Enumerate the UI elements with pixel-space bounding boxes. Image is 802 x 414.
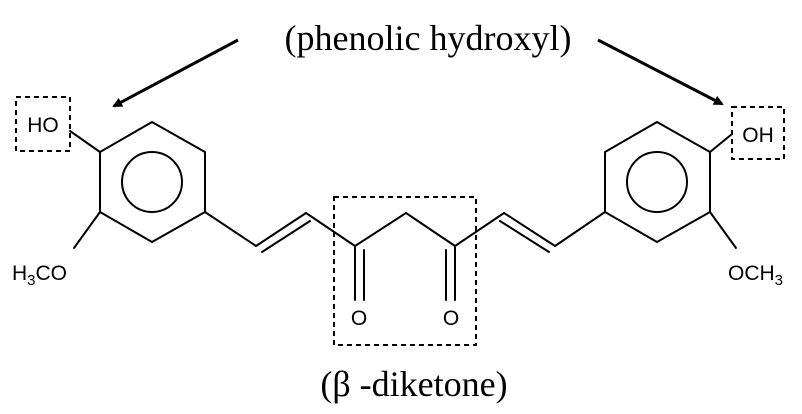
phenolic-hydroxyl-label: (phenolic hydroxyl) xyxy=(285,18,572,58)
left-chain-bond-1 xyxy=(204,211,257,247)
beta-diketone-label: (β -diketone) xyxy=(320,364,507,404)
oh-right-label: OH xyxy=(742,124,774,147)
left-benzene-ring xyxy=(99,121,206,243)
right-chain-bond-2 xyxy=(554,211,606,247)
left-aromatic-circle xyxy=(121,151,183,213)
right-alkene-double xyxy=(499,220,550,253)
left-oh-bond xyxy=(69,130,101,153)
left-chain-bond-2 xyxy=(305,212,356,247)
right-phenolic-box xyxy=(731,106,785,160)
right-oh-bond xyxy=(709,133,733,153)
right-arrow xyxy=(597,38,724,106)
right-aromatic-circle xyxy=(626,151,688,213)
methoxy-right-label: OCH3 xyxy=(728,262,783,289)
beta-diketone-box xyxy=(333,196,477,346)
right-alkene-bond xyxy=(503,212,556,247)
left-phenolic-box xyxy=(15,96,71,152)
oxygen-right-label: O xyxy=(443,307,459,330)
right-chain-bond-1 xyxy=(454,212,505,247)
oxygen-left-label: O xyxy=(351,307,367,330)
methoxy-left-label: H3CO xyxy=(12,262,67,289)
left-methoxy-bond xyxy=(73,211,101,249)
left-alkene-double xyxy=(261,220,311,253)
right-methoxy-bond xyxy=(709,211,737,249)
central-bond-2 xyxy=(405,212,456,247)
left-arrow xyxy=(112,38,239,108)
right-benzene-ring xyxy=(604,121,711,243)
left-alkene-bond xyxy=(255,212,307,247)
ho-left-label: HO xyxy=(27,114,59,137)
central-bond-1 xyxy=(354,212,407,247)
